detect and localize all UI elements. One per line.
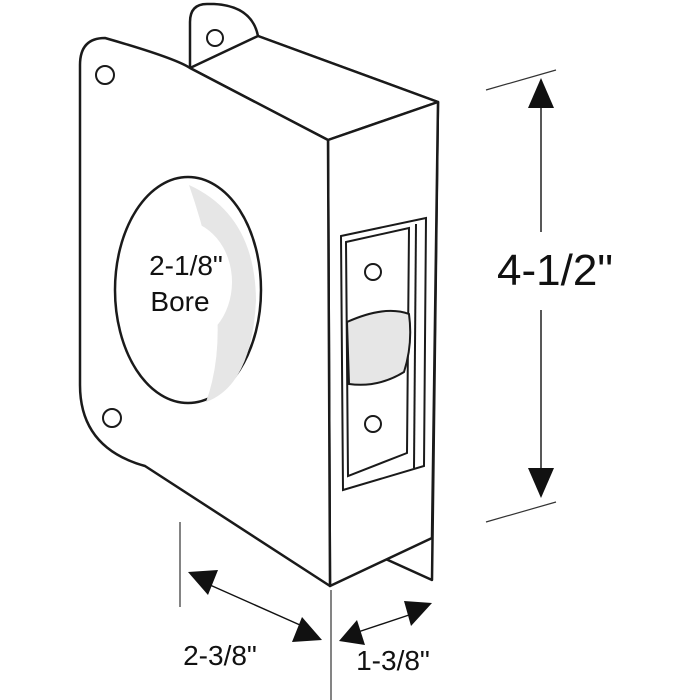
latch-opening-edge bbox=[413, 223, 417, 469]
width-label: 2-3/8" bbox=[183, 640, 257, 671]
latch-screw-hole-top bbox=[364, 263, 382, 281]
bore-word-label: Bore bbox=[150, 286, 209, 317]
height-arrow-up bbox=[528, 78, 554, 108]
latch-opening-outer bbox=[339, 216, 428, 492]
bore-label-disc bbox=[128, 220, 232, 344]
front-screw-hole-top bbox=[95, 65, 115, 85]
depth-dimension-line bbox=[357, 613, 413, 633]
rear-screw-hole bbox=[206, 29, 224, 47]
height-extension-top bbox=[485, 69, 557, 91]
latch-opening-inner bbox=[344, 226, 411, 478]
bore-size-label: 2-1/8" bbox=[149, 250, 223, 281]
width-dimension-line bbox=[209, 584, 301, 626]
depth-arrow-right bbox=[404, 601, 432, 626]
height-arrow-down bbox=[528, 468, 554, 498]
latch-bolt bbox=[345, 309, 412, 386]
depth-arrow-left bbox=[339, 620, 365, 645]
latch-screw-hole-bottom bbox=[364, 415, 382, 433]
depth-label: 1-3/8" bbox=[356, 645, 430, 676]
height-extension-bottom bbox=[485, 501, 557, 523]
height-label: 4-1/2" bbox=[497, 246, 613, 295]
front-screw-hole-bottom bbox=[102, 408, 122, 428]
width-arrow-right bbox=[292, 617, 322, 642]
width-arrow-left bbox=[188, 570, 218, 595]
